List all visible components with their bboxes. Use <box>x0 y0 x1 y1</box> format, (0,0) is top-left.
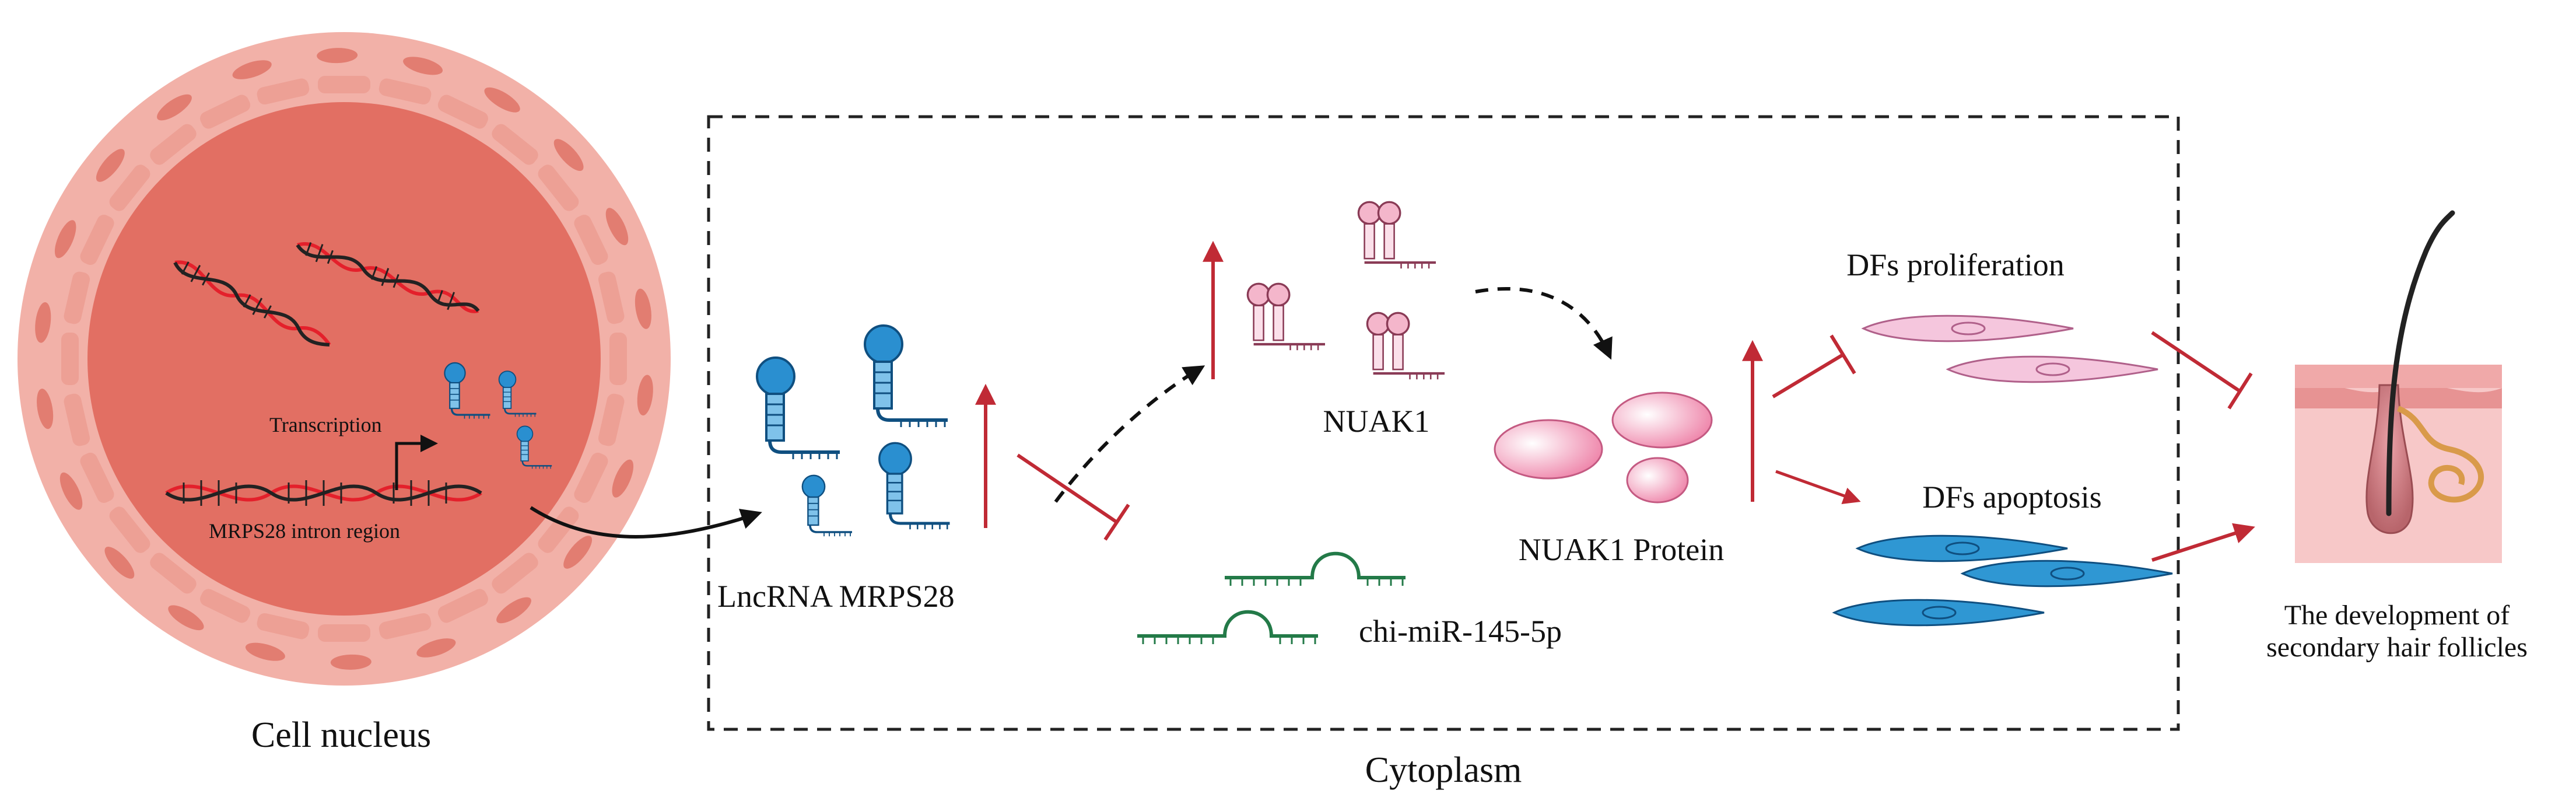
cytoplasm-label: Cytoplasm <box>1365 750 1522 790</box>
transcription-label: Transcription <box>269 413 382 436</box>
envelope-segment <box>378 78 432 105</box>
development-label-line1: The development of <box>2284 600 2510 631</box>
envelope-segment <box>635 288 651 329</box>
dna-helix-small <box>173 260 331 347</box>
envelope-segment <box>318 624 370 642</box>
lncrna-label: LncRNA MRPS28 <box>717 579 955 614</box>
envelope-segment <box>563 536 593 569</box>
envelope-segment <box>637 375 653 416</box>
dna-helix-medium <box>296 242 480 313</box>
envelope-segment <box>35 302 51 343</box>
envelope-segment <box>609 333 627 385</box>
envelope-segment <box>37 389 54 429</box>
envelope-segment <box>403 57 443 75</box>
mirna-label: chi-miR-145-5p <box>1359 614 1562 649</box>
envelope-segment <box>257 78 310 105</box>
envelope-segment <box>168 605 204 631</box>
envelope-segment <box>598 393 625 446</box>
nucleus-label: Cell nucleus <box>251 715 431 755</box>
nuak1-protein <box>1494 391 1713 504</box>
dashed-arrow-to-protein <box>1475 286 1613 360</box>
envelope-segment <box>104 547 135 579</box>
envelope-segment <box>553 139 584 171</box>
envelope-segment <box>200 589 251 623</box>
envelope-segment <box>232 60 272 79</box>
envelope-segment <box>330 654 371 670</box>
envelope-segment <box>150 553 197 594</box>
proliferation-inhibits-follicle <box>2151 331 2253 410</box>
envelope-segment <box>96 149 125 182</box>
envelope-segment <box>538 165 579 211</box>
envelope-segment <box>378 613 432 639</box>
envelope-segment <box>492 124 538 165</box>
envelope-segment <box>80 215 114 265</box>
export-arrow <box>530 506 762 539</box>
envelope-segment <box>157 94 192 121</box>
envelope-segment <box>574 215 608 265</box>
dna-helix-intron <box>165 480 482 506</box>
protein-inhibits-proliferation <box>1772 334 1856 398</box>
envelope-segment <box>492 553 538 594</box>
protein-promotes-apoptosis <box>1775 470 1861 505</box>
envelope-segment <box>61 333 79 385</box>
envelope-segment <box>437 589 488 623</box>
protein-label: NUAK1 Protein <box>1519 532 1724 567</box>
nuak1-mrna-cluster <box>1247 202 1445 379</box>
envelope-segment <box>598 271 625 324</box>
cytoplasm-boundary <box>707 115 2180 731</box>
envelope-segment <box>574 452 608 503</box>
envelope-segment <box>318 76 370 93</box>
cell-nucleus <box>17 32 671 686</box>
apoptosis-promotes-follicle <box>2151 523 2255 562</box>
proliferation-label: DFs proliferation <box>1846 247 2064 282</box>
nuclear-envelope-segments <box>35 48 653 670</box>
envelope-segment <box>257 613 310 639</box>
envelope-segment <box>245 642 285 661</box>
envelope-segment <box>538 506 579 553</box>
apoptosis-label: DFs apoptosis <box>1922 480 2102 515</box>
development-label-line2: secondary hair follicles <box>2266 632 2528 663</box>
envelope-segment <box>64 393 90 446</box>
envelope-segment <box>317 48 358 64</box>
envelope-segment <box>416 638 456 658</box>
envelope-segment <box>200 95 251 129</box>
lncrna-inhibits-mirna <box>1017 453 1130 541</box>
envelope-segment <box>605 208 629 246</box>
envelope-segment <box>59 472 83 510</box>
nuak1-label: NUAK1 <box>1323 404 1430 439</box>
envelope-segment <box>64 271 90 324</box>
df-apoptotic-cells <box>1833 534 2174 627</box>
envelope-segment <box>80 452 114 503</box>
envelope-segment <box>496 597 531 624</box>
envelope-segment <box>437 95 488 129</box>
envelope-segment <box>484 87 520 113</box>
envelope-segment <box>150 124 197 165</box>
transcription-start-arrow <box>395 435 438 490</box>
dashed-arrow-to-nuak1 <box>1054 365 1205 503</box>
envelope-segment <box>54 220 76 258</box>
intron-region-label: MRPS28 intron region <box>209 519 400 543</box>
df-proliferating-cells <box>1862 314 2159 383</box>
hair-follicle-illustration <box>2295 210 2502 563</box>
envelope-segment <box>109 506 150 553</box>
lncrna-mrps28-cluster <box>757 326 950 538</box>
envelope-segment <box>109 165 150 211</box>
envelope-segment <box>612 459 634 498</box>
